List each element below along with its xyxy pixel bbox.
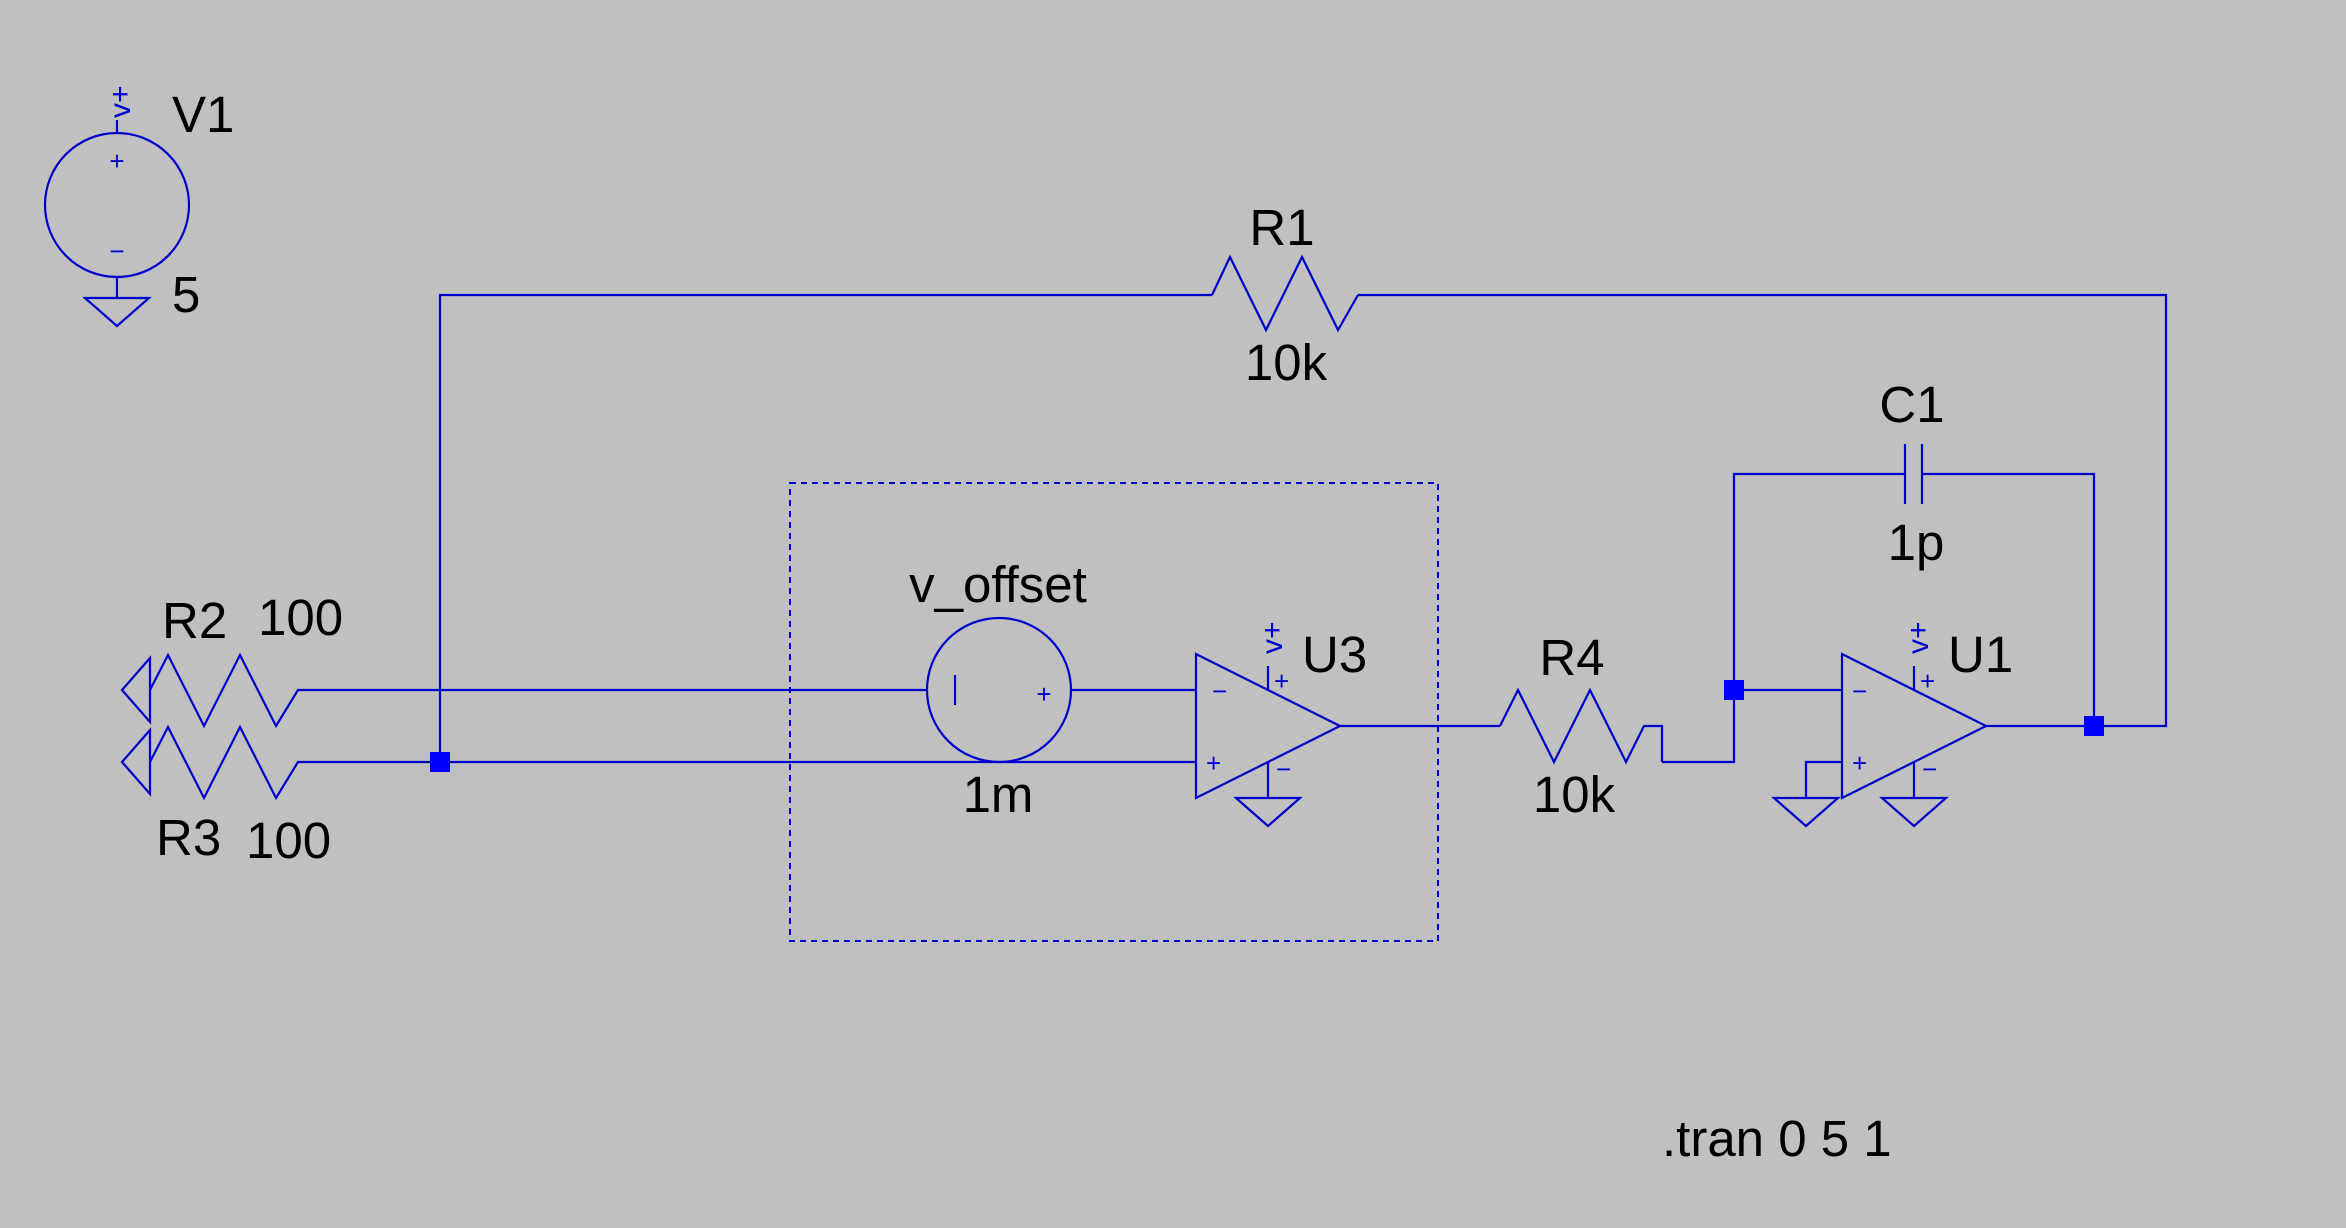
- u3-vpos-sign: +: [1274, 666, 1289, 696]
- junction-r1-r3[interactable]: [430, 752, 450, 772]
- resistor-r4[interactable]: R4 10k: [1499, 629, 1664, 823]
- v-offset-value: 1m: [963, 766, 1034, 823]
- resistor-r2[interactable]: R2 100: [120, 589, 343, 729]
- wire-c1-left[interactable]: [1732, 472, 1905, 690]
- spice-directive[interactable]: .tran 0 5 1: [1662, 1110, 1892, 1167]
- r4-value: 10k: [1533, 766, 1616, 823]
- c1-name: C1: [1879, 376, 1944, 433]
- junction-u1-out[interactable]: [2084, 716, 2104, 736]
- u1-noninv-ground-icon: [1771, 796, 1841, 828]
- v-offset-name: v_offset: [909, 556, 1087, 613]
- r1-name: R1: [1249, 199, 1314, 256]
- wire-r1-left[interactable]: [438, 293, 1212, 765]
- u1-vneg-sign: −: [1922, 754, 1937, 784]
- wire-u1-noninv-gnd[interactable]: [1804, 760, 1842, 798]
- r2-ground-icon: [120, 655, 152, 725]
- wire-r1-right[interactable]: [1358, 293, 2168, 728]
- resistor-r3[interactable]: R3 100: [120, 724, 331, 869]
- opamp-u3[interactable]: − + + v+ U3 −: [1194, 621, 1367, 828]
- v-offset-plus-sign: +: [1036, 679, 1051, 709]
- r3-value: 100: [246, 812, 331, 869]
- voltage-source-v1[interactable]: + − v+ V1 5: [43, 85, 234, 328]
- u1-noninverting-sign: +: [1852, 748, 1867, 778]
- r3-ground-icon: [120, 727, 152, 797]
- junctions: [430, 680, 2104, 772]
- wire-r4-u1-node[interactable]: [1662, 690, 1736, 764]
- wires: [316, 293, 2168, 798]
- u3-inverting-sign: −: [1212, 676, 1227, 706]
- u1-ground-icon: [1879, 796, 1949, 828]
- u3-vneg-sign: −: [1276, 754, 1291, 784]
- u3-net-label: v+: [1256, 621, 1289, 654]
- r3-name: R3: [156, 809, 221, 866]
- u3-noninverting-sign: +: [1206, 748, 1221, 778]
- u1-inverting-sign: −: [1852, 676, 1867, 706]
- u1-name: U1: [1948, 626, 2013, 683]
- v1-net-label: v+: [104, 85, 137, 118]
- v1-plus-sign: +: [109, 146, 124, 176]
- r1-value: 10k: [1245, 334, 1328, 391]
- u3-ground-icon: [1233, 796, 1303, 828]
- voltage-source-v-offset[interactable]: + v_offset 1m: [909, 556, 1087, 823]
- offset-model-box[interactable]: [789, 482, 1439, 942]
- u1-vpos-sign: +: [1920, 666, 1935, 696]
- r2-name: R2: [162, 592, 227, 649]
- v1-value: 5: [172, 266, 200, 323]
- c1-value: 1p: [1888, 514, 1945, 571]
- v1-ground-icon: [82, 296, 152, 328]
- v1-minus-sign: −: [109, 236, 124, 266]
- wire-c1-right[interactable]: [1922, 472, 2096, 726]
- capacitor-c1[interactable]: C1 1p: [1879, 376, 1944, 571]
- u3-name: U3: [1302, 626, 1367, 683]
- resistor-r1[interactable]: R1 10k: [1211, 199, 1359, 391]
- v1-name: V1: [172, 86, 234, 143]
- junction-u1-inv[interactable]: [1724, 680, 1744, 700]
- r2-value: 100: [258, 589, 343, 646]
- u1-net-label: v+: [1902, 621, 1935, 654]
- r4-name: R4: [1539, 629, 1604, 686]
- opamp-u1[interactable]: − + + v+ U1 −: [1771, 621, 2013, 828]
